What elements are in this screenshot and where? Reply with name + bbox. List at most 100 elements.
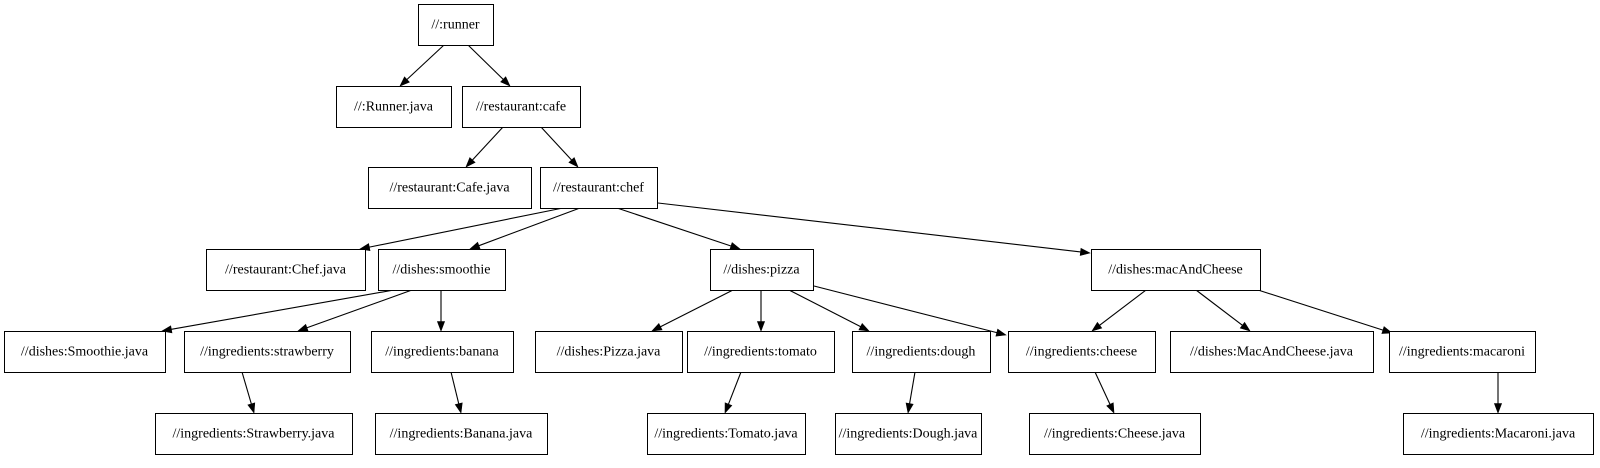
graph-node-cheese_java[interactable]: //ingredients:Cheese.java: [1029, 413, 1201, 455]
edge-line: [1094, 371, 1111, 405]
edge-arrowhead-icon: [454, 402, 463, 414]
graph-node-banana[interactable]: //ingredients:banana: [371, 331, 514, 373]
graph-node-runner[interactable]: //:runner: [418, 4, 494, 46]
node-label: //ingredients:cheese: [1026, 345, 1137, 360]
edge-arrowhead-icon: [247, 402, 256, 414]
node-box[interactable]: [835, 413, 982, 455]
edge-arrowhead-icon: [399, 76, 410, 87]
graph-node-tomato[interactable]: //ingredients:tomato: [687, 331, 835, 373]
edges-layer: [161, 44, 1503, 414]
edge-arrowhead-icon: [1493, 403, 1503, 414]
edge-arrowhead-icon: [651, 322, 663, 332]
graph-edge: [657, 202, 1091, 256]
graph-node-smoothie_java[interactable]: //dishes:Smoothie.java: [4, 331, 166, 373]
node-box[interactable]: [647, 413, 806, 455]
graph-edge: [1091, 289, 1147, 332]
graph-edge: [465, 126, 504, 168]
graph-edge: [436, 290, 446, 332]
edge-arrowhead-icon: [436, 321, 446, 332]
graph-node-dough[interactable]: //ingredients:dough: [852, 331, 991, 373]
edge-arrowhead-icon: [1239, 321, 1251, 332]
graph-edge: [241, 371, 256, 414]
node-label: //ingredients:macaroni: [1399, 345, 1525, 360]
node-box[interactable]: [1170, 331, 1374, 373]
edge-arrowhead-icon: [297, 323, 309, 332]
graph-edge: [788, 289, 870, 332]
node-label: //dishes:MacAndCheese.java: [1190, 345, 1354, 360]
edge-line: [1195, 289, 1243, 326]
node-box[interactable]: [184, 331, 351, 373]
edge-arrowhead-icon: [500, 76, 511, 87]
graph-edge: [297, 289, 413, 332]
node-box[interactable]: [206, 249, 366, 291]
graph-edge: [469, 207, 581, 250]
graph-node-pizza_java[interactable]: //dishes:Pizza.java: [535, 331, 683, 373]
edge-line: [467, 44, 504, 80]
node-box[interactable]: [710, 249, 814, 291]
graph-edge: [1195, 289, 1251, 332]
graph-edge: [399, 44, 445, 87]
node-box[interactable]: [540, 167, 658, 209]
node-box[interactable]: [1029, 413, 1201, 455]
node-box[interactable]: [155, 413, 353, 455]
node-box[interactable]: [371, 331, 514, 373]
graph-node-cheese[interactable]: //ingredients:cheese: [1008, 331, 1156, 373]
node-label: //restaurant:Cafe.java: [389, 181, 510, 196]
edge-line: [660, 289, 734, 328]
graph-edge: [467, 44, 511, 87]
graph-edge: [905, 371, 916, 414]
edge-line: [657, 202, 1081, 253]
graph-node-macaroni[interactable]: //ingredients:macaroni: [1389, 331, 1536, 373]
node-box[interactable]: [535, 331, 683, 373]
node-box[interactable]: [368, 167, 532, 209]
graph-node-chef[interactable]: //restaurant:chef: [540, 167, 658, 209]
node-box[interactable]: [462, 86, 581, 128]
node-box[interactable]: [336, 86, 452, 128]
graph-node-macandcheese_java[interactable]: //dishes:MacAndCheese.java: [1170, 331, 1374, 373]
node-box[interactable]: [687, 331, 835, 373]
edge-line: [369, 207, 564, 248]
node-label: //dishes:smoothie: [393, 263, 491, 278]
graph-node-cafe[interactable]: //restaurant:cafe: [462, 86, 581, 128]
graph-node-macaroni_java[interactable]: //ingredients:Macaroni.java: [1403, 413, 1594, 455]
graph-node-macandcheese[interactable]: //dishes:macAndCheese: [1091, 249, 1261, 291]
graph-node-strawberry_java[interactable]: //ingredients:Strawberry.java: [155, 413, 353, 455]
node-box[interactable]: [852, 331, 991, 373]
edge-arrowhead-icon: [729, 242, 741, 250]
graph-edge: [616, 207, 741, 250]
graph-edge: [756, 290, 766, 332]
edge-line: [909, 371, 916, 404]
node-label: //dishes:pizza: [723, 263, 800, 278]
node-box[interactable]: [1403, 413, 1594, 455]
graph-edge: [540, 126, 579, 168]
graph-edge: [1257, 289, 1393, 334]
graph-node-tomato_java[interactable]: //ingredients:Tomato.java: [647, 413, 806, 455]
edge-line: [472, 126, 504, 161]
node-label: //ingredients:Banana.java: [390, 427, 533, 442]
graph-node-smoothie[interactable]: //dishes:smoothie: [378, 249, 506, 291]
graph-node-runner_java[interactable]: //:Runner.java: [336, 86, 452, 128]
node-box[interactable]: [4, 331, 166, 373]
graph-node-chef_java[interactable]: //restaurant:Chef.java: [206, 249, 366, 291]
node-label: //:runner: [431, 18, 480, 33]
graph-edge: [651, 289, 734, 332]
node-label: //restaurant:cafe: [476, 100, 566, 115]
edge-arrowhead-icon: [905, 402, 914, 414]
edge-line: [1099, 289, 1147, 326]
graph-node-banana_java[interactable]: //ingredients:Banana.java: [375, 413, 548, 455]
node-label: //ingredients:banana: [385, 345, 499, 360]
edge-arrowhead-icon: [1079, 247, 1091, 256]
graph-node-strawberry[interactable]: //ingredients:strawberry: [184, 331, 351, 373]
graph-node-cafe_java[interactable]: //restaurant:Cafe.java: [368, 167, 532, 209]
node-box[interactable]: [1008, 331, 1156, 373]
node-box[interactable]: [1389, 331, 1536, 373]
edge-arrowhead-icon: [1106, 402, 1115, 414]
node-box[interactable]: [418, 4, 494, 46]
node-label: //ingredients:Dough.java: [839, 427, 979, 442]
node-box[interactable]: [375, 413, 548, 455]
node-box[interactable]: [378, 249, 506, 291]
node-box[interactable]: [1091, 249, 1261, 291]
graph-node-dough_java[interactable]: //ingredients:Dough.java: [835, 413, 982, 455]
graph-node-pizza[interactable]: //dishes:pizza: [710, 249, 814, 291]
